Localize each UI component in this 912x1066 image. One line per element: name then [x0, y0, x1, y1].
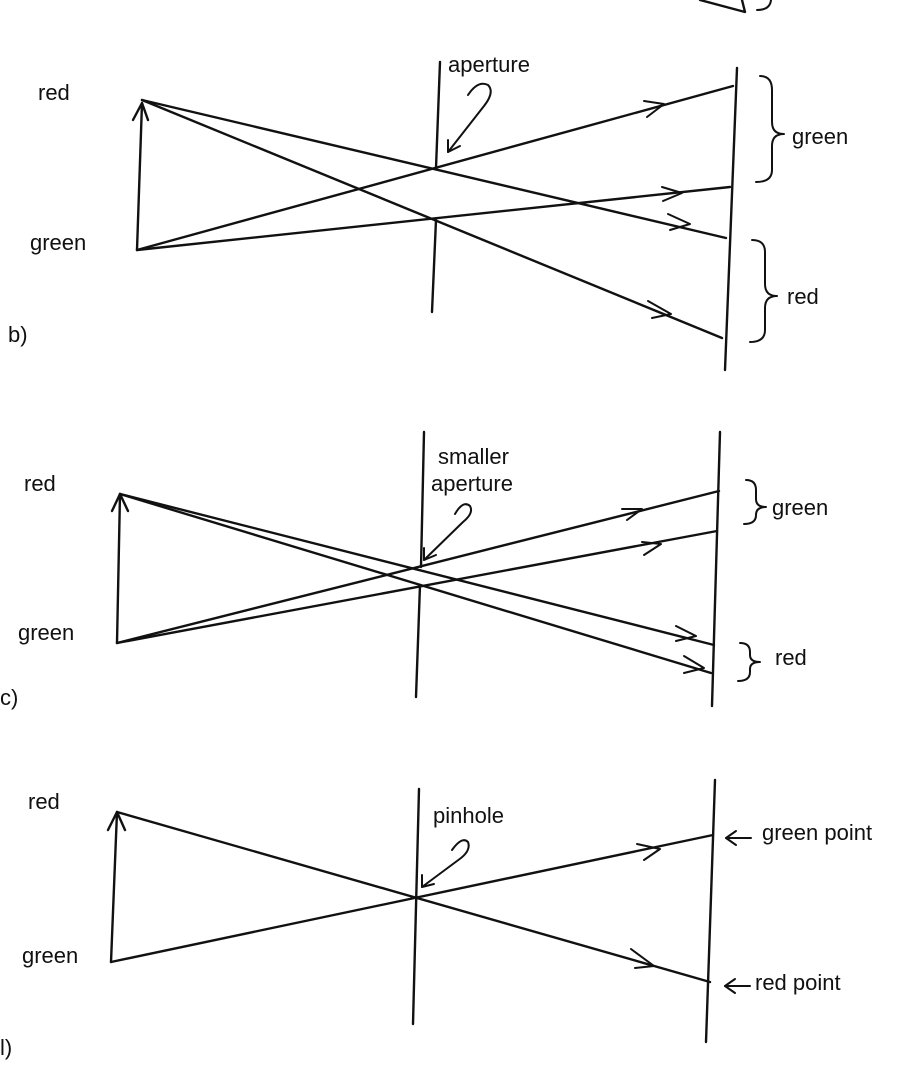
previous-panel-fragment: [698, 0, 772, 14]
panel-b-label: b): [8, 322, 28, 347]
panel-c-object-top-label: red: [24, 471, 56, 496]
panel-c-label: c): [0, 685, 18, 710]
panel-b-rays-from-green: [135, 84, 735, 252]
panel-d-object-top-label: red: [28, 789, 60, 814]
panel-d-screen-bottom-label: red point: [755, 970, 841, 995]
panel-d-ray-from-green: [109, 833, 715, 964]
panel-b-screen-bottom-label: red: [787, 284, 819, 309]
panel-b-screen-top-label: green: [792, 124, 848, 149]
panel-c-brace-top: [743, 479, 767, 525]
panel-d-object-arrow: [106, 810, 127, 964]
panel-c-aperture-label-line1: smaller: [438, 444, 509, 469]
panel-b-screen: [723, 66, 739, 372]
panel-c-brace-bottom: [737, 642, 761, 682]
panel-b-object-bottom-label: green: [30, 230, 86, 255]
panel-d-object-bottom-label: green: [22, 943, 78, 968]
panel-c-rays-from-green: [115, 489, 721, 645]
panel-b-brace-bottom: [749, 239, 778, 343]
panel-c-rays-from-red: [118, 492, 716, 675]
panel-d-screen-top-label: green point: [762, 820, 872, 845]
panel-c-object-bottom-label: green: [18, 620, 74, 645]
panel-d-pinhole-screen: [411, 787, 421, 1026]
panel-c-aperture-pointer: [423, 503, 473, 561]
panel-d-aperture-label: pinhole: [433, 803, 504, 828]
panel-d-aperture-pointer: [421, 839, 470, 888]
panel-c-aperture-label-line2: aperture: [431, 471, 513, 496]
panel-d-label: l): [0, 1035, 12, 1060]
panel-c: red green c) smaller aperture: [0, 430, 828, 710]
panel-c-screen: [710, 430, 722, 708]
panel-c-aperture: [414, 430, 426, 699]
panel-b-aperture-pointer: [447, 82, 492, 153]
panel-d-green-point-marker: [725, 830, 752, 846]
panel-d: red green l) pinhole gree: [0, 778, 872, 1060]
panel-b: red green b) aperture: [8, 52, 848, 372]
panel-d-screen: [704, 778, 717, 1044]
panel-b-aperture-label: aperture: [448, 52, 530, 77]
panel-b-object-top-label: red: [38, 80, 70, 105]
panel-b-brace-top: [755, 75, 785, 183]
panel-b-object-arrow: [131, 101, 150, 252]
panel-d-red-point-marker: [724, 978, 751, 994]
panel-c-screen-top-label: green: [772, 495, 828, 520]
panel-b-aperture: [430, 60, 442, 314]
panel-c-object-arrow: [110, 492, 130, 645]
panel-c-screen-bottom-label: red: [775, 645, 807, 670]
